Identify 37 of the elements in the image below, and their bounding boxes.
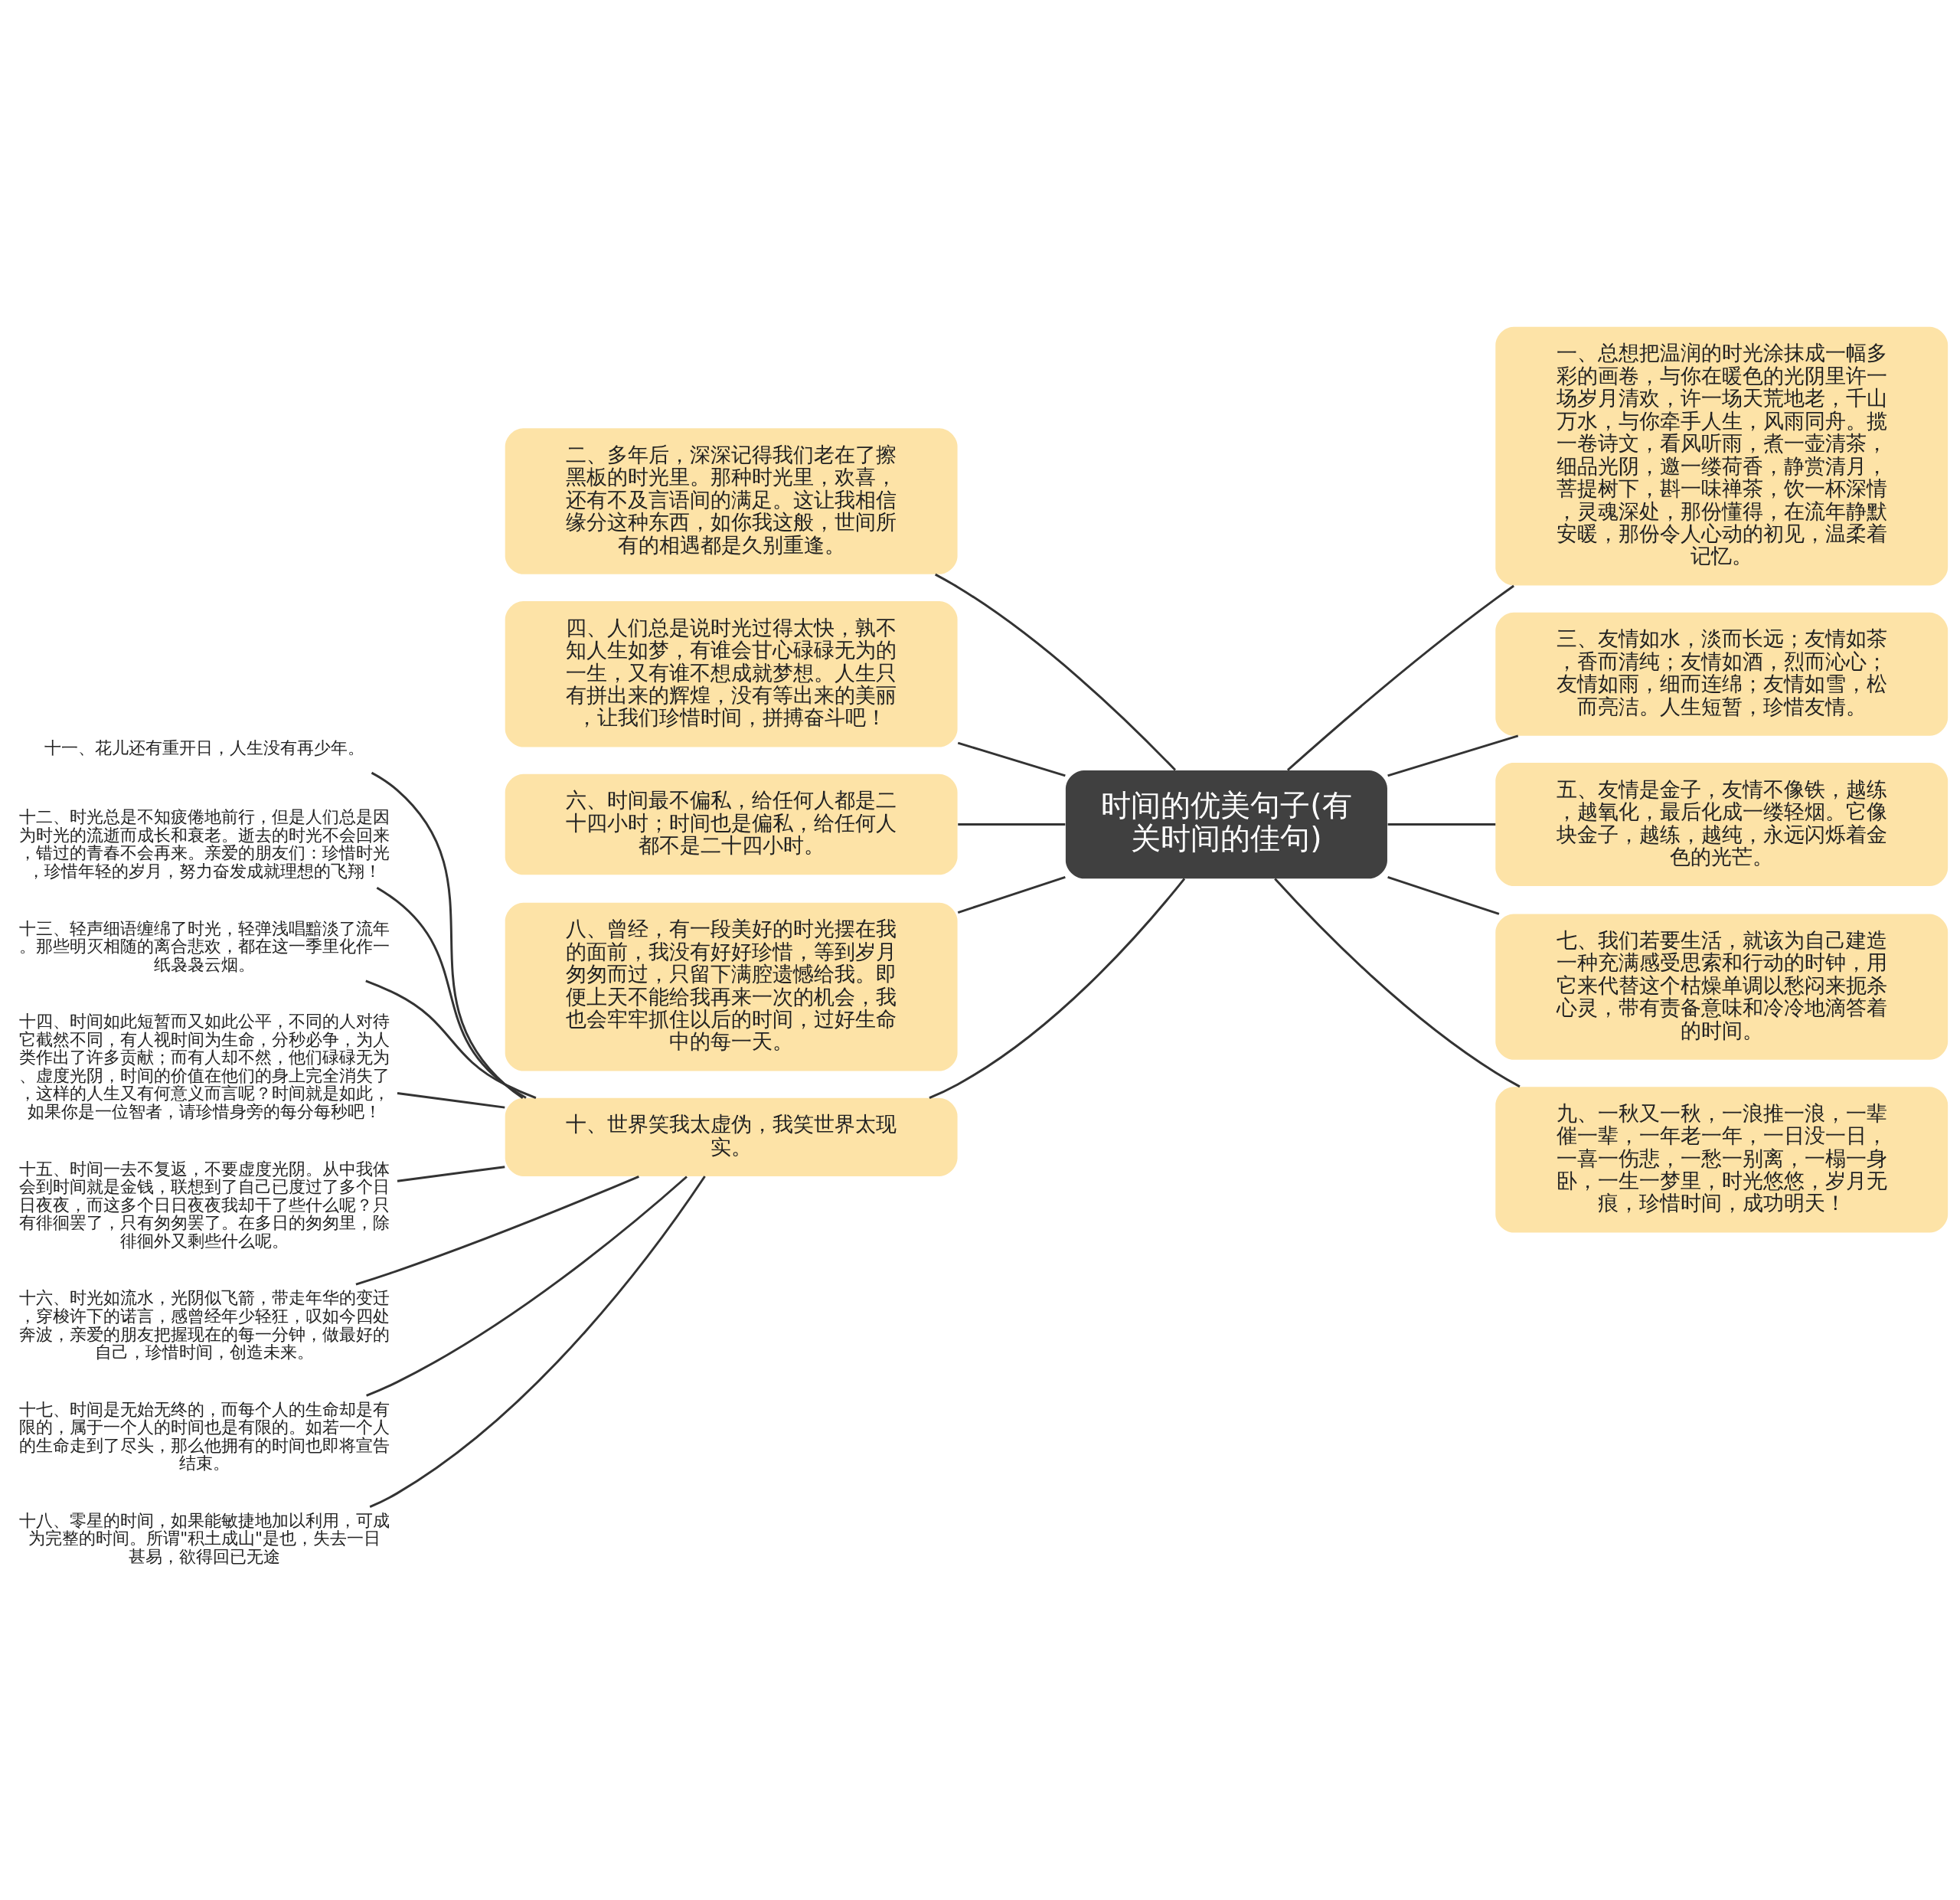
connector: [1387, 734, 1519, 777]
node-text: 十二、时光总是不知疲倦地前行，但是人们总是因为时光的流逝而成长和衰老。逝去的时光不会回来，错过的青春不会再来。亲爱的朋友们：珍惜时光，珍惜年轻的岁月，努力奋发成就理想的飞翔！: [19, 807, 390, 881]
connector: [355, 1175, 639, 1286]
connector: [935, 573, 1177, 771]
node-text: 十六、时光如流水，光阴似飞箭，带走年华的变迁，穿梭许下的诺言，感曾经年少轻狂，叹如今四处奔波，亲爱的朋友把握现在的每一分钟，做最好的自己，珍惜时间，创造未来。: [19, 1288, 390, 1362]
node-box: 十、世界笑我太虚伪，我笑世界太现实。: [505, 1097, 958, 1176]
node-box: 时间的优美句子(有关时间的佳句): [1065, 770, 1387, 879]
connector: [929, 878, 1186, 1100]
node-box: 七、我们若要生活，就该为自己建造一种充满感受思索和行动的时钟，用它来代替这个枯燥单调以愁闷来扼杀心灵，带有责备意味和冷冷地滴答着的时间。: [1495, 914, 1949, 1060]
node-text: 十八、零星的时间，如果能敏捷地加以利用，可成为完整的时间。所谓"积土成山"是也，失去一日甚易，欲得回已无途: [19, 1510, 390, 1567]
node-text: 十四、时间如此短暂而又如此公平，不同的人对待它截然不同，有人视时间为生命，分秒必争，为人类作出了许多贡献；而有人却不然，他们碌碌无为、虚度光阴，时间的价值在他们的身上完全消失了，这样的人生又有何意义而言呢？时间就是如此，如果你是一位智者，请珍惜身旁的每分每秒吧！: [19, 1012, 390, 1121]
node-box: 八、曾经，有一段美好的时光摆在我的面前，我没有好好珍惜，等到岁月匆匆而过，只留下满腔遗憾给我。即便上天不能给我再来一次的机会，我也会牢牢抓住以后的时间，过好生命中的每一天。: [505, 902, 958, 1071]
connector: [957, 876, 1066, 914]
connector: [1387, 823, 1496, 826]
connector: [397, 1092, 505, 1109]
node-text: 十一、花儿还有重开日，人生没有再少年。: [44, 737, 365, 757]
connector: [371, 771, 524, 1099]
node-text: 十七、时间是无始无终的，而每个人的生命却是有限的，属于一个人的时间也是有限的。如若一个人的生命走到了尽头，那么他拥有的时间也即将宣告结束。: [19, 1399, 390, 1473]
connector: [957, 741, 1066, 777]
node-text: 十三、轻声细语缠绵了时光，轻弹浅唱黯淡了流年。那些明灭相随的离合悲欢，都在这一季里化作一纸袅袅云烟。: [19, 918, 390, 974]
node-box: 九、一秋又一秋，一浪推一浪，一辈催一辈，一年老一年，一日没一日，一喜一伤悲，一愁一别离，一榻一身卧，一生一梦里，时光悠悠，岁月无痕，珍惜时间，成功明天！: [1495, 1087, 1949, 1233]
connector: [1274, 878, 1521, 1088]
node-box: 六、时间最不偏私，给任何人都是二十四小时；时间也是偏私，给任何人都不是二十四小时。: [505, 773, 958, 875]
node-box: 五、友情是金子，友情不像铁，越练，越氧化，最后化成一缕轻烟。它像块金子，越练，越纯，永远闪烁着金色的光芒。: [1495, 763, 1949, 887]
connector: [1387, 876, 1500, 915]
connector: [366, 1176, 688, 1397]
connector: [397, 1166, 505, 1182]
connector: [958, 823, 1066, 826]
connector: [1286, 584, 1514, 771]
node-box: 一、总想把温润的时光涂抹成一幅多彩的画卷，与你在暖色的光阴里许一场岁月清欢，许一场天荒地老，千山万水，与你牵手人生，风雨同舟。揽一卷诗文，看风听雨，煮一壶清茶，细品光阴，邀一缕荷香，静赏清月，菩提树下，斟一味禅茶，饮一杯深情，灵魂深处，那份懂得，在流年静默安暖，那份令人心动的初见，温柔着记忆。: [1495, 326, 1949, 586]
node-text: 十五、时间一去不复返，不要虚度光阴。从中我体会到时间就是金钱，联想到了自己已度过了多个日日夜夜，而这多个日日夜夜我却干了些什么呢？只有徘徊罢了，只有匆匆罢了。在多日的匆匆里，除徘徊外又剩些什么呢。: [19, 1159, 390, 1251]
node-box: 二、多年后，深深记得我们老在了擦黑板的时光里。那种时光里，欢喜，还有不及言语间的满足。这让我相信缘分这种东西，如你我这般，世间所有的相遇都是久别重逢。: [505, 428, 958, 574]
connector: [376, 886, 527, 1099]
connector: [365, 979, 537, 1100]
connector: [369, 1176, 706, 1508]
node-box: 四、人们总是说时光过得太快，孰不知人生如梦，有谁会甘心碌碌无为的一生，又有谁不想成就梦想。人生只有拼出来的辉煌，没有等出来的美丽，让我们珍惜时间，拼搏奋斗吧！: [505, 601, 958, 747]
node-box: 三、友情如水，淡而长远；友情如茶，香而清纯；友情如酒，烈而沁心；友情如雨，细而连绵；友情如雪，松而亮洁。人生短暂，珍惜友情。: [1495, 612, 1949, 736]
